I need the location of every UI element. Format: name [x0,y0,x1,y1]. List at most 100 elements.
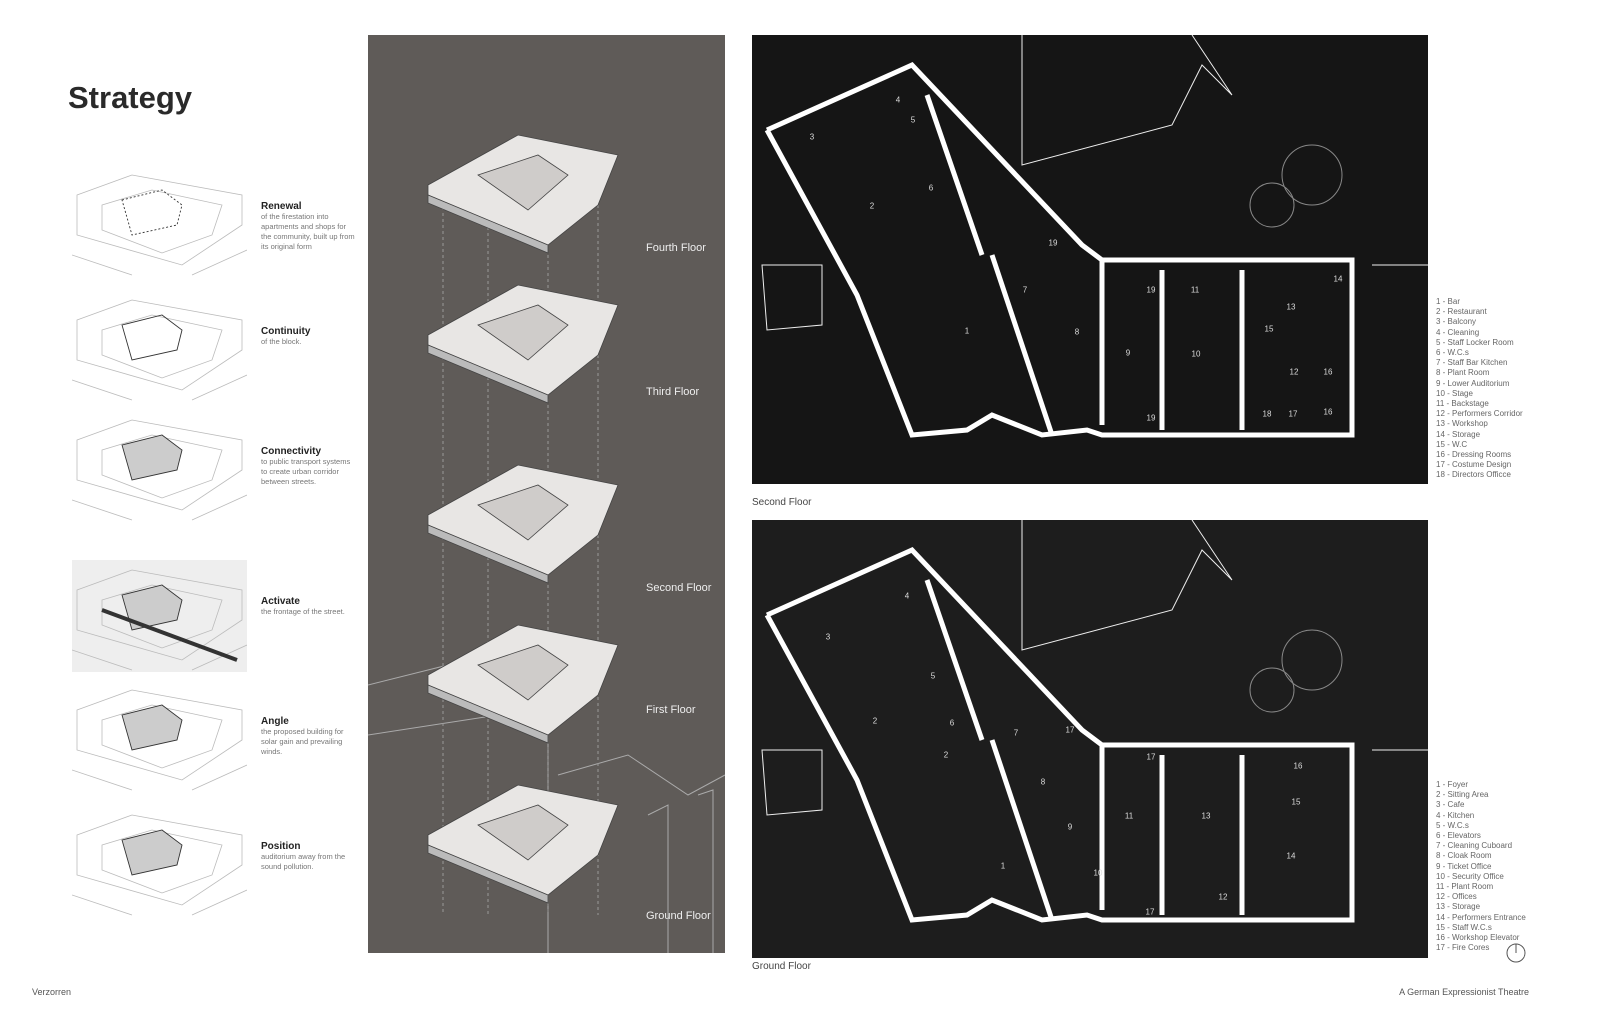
room-number: 19 [1146,285,1156,295]
room-number: 19 [1048,238,1058,248]
room-number: 2 [869,201,875,211]
legend-item: 9 - Ticket Office [1436,861,1492,871]
floor-label: Second Floor [646,582,712,594]
legend-item: 5 - Staff Locker Room [1436,337,1514,347]
legend-item: 3 - Balcony [1436,317,1477,327]
legend-item: 16 - Workshop Elevator [1436,933,1520,943]
room-number: 13 [1201,811,1211,821]
room-number: 10 [1191,349,1201,359]
legend-item: 10 - Security Office [1436,871,1504,881]
legend-item: 11 - Plant Room [1436,882,1494,892]
room-number: 7 [1022,285,1028,295]
exploded-floor-slab [427,284,619,404]
legend-item: 17 - Fire Cores [1436,943,1490,953]
room-number: 4 [904,591,910,601]
room-number: 11 [1190,285,1200,295]
strategy-description: the frontage of the street. [261,607,345,616]
legend-item: 6 - Elevators [1436,831,1481,841]
room-number: 16 [1293,761,1303,771]
ground-floor-caption: Ground Floor [752,961,811,972]
floor-label: Ground Floor [646,910,711,922]
legend-item: 4 - Cleaning [1436,327,1480,337]
strategy-heading: Continuity [261,326,311,337]
room-number: 15 [1264,324,1274,334]
room-number: 13 [1286,302,1296,312]
strategy-heading: Position [261,841,301,852]
legend-item: 4 - Kitchen [1436,810,1475,820]
legend-item: 16 - Dressing Rooms [1436,450,1512,460]
legend-item: 7 - Cleaning Cuboard [1436,841,1513,851]
room-number: 3 [809,132,815,142]
strategy-description: of the firestation into apartments and s… [261,212,355,251]
room-number: 5 [910,115,916,125]
strategy-item: Activate the frontage of the street. [72,560,372,680]
legend-item: 8 - Cloak Room [1436,851,1492,861]
room-number: 17 [1146,752,1156,762]
second-floor-plan-drawing [761,34,1428,438]
legend-item: 15 - Staff W.C.s [1436,922,1492,932]
legend-item: 7 - Staff Bar Kitchen [1436,358,1508,368]
strategy-diagram [72,299,247,401]
room-number: 10 [1093,868,1103,878]
exploded-axonometric-drawing [367,134,726,953]
room-number: 12 [1289,367,1299,377]
legend-item: 12 - Performers Corridor [1436,409,1523,419]
legend-item: 11 - Backstage [1436,399,1489,409]
floor-label: First Floor [646,704,696,716]
strategy-heading: Connectivity [261,446,322,457]
second-floor-caption: Second Floor [752,497,812,508]
strategy-diagram [72,814,247,916]
legend-item: 2 - Sitting Area [1436,790,1489,800]
footer-project-title: A German Expressionist Theatre [1399,987,1529,997]
strategy-diagram [72,419,247,521]
legend-item: 3 - Cafe [1436,800,1465,810]
room-number: 17 [1065,725,1075,735]
legend-item: 18 - Directors Officce [1436,470,1511,480]
exploded-floor-slab [427,624,619,744]
strategy-description: auditorium away from the sound pollution… [261,852,346,871]
room-number: 1 [1000,861,1006,871]
strategy-item: Connectivity to public transport systems… [72,410,372,530]
room-number: 16 [1323,407,1333,417]
room-number: 19 [1146,413,1156,423]
legend-item: 5 - W.C.s [1436,820,1469,830]
ground-floor-plan-drawing [761,519,1428,923]
room-number: 12 [1218,892,1228,902]
legend-item: 15 - W.C [1436,439,1468,449]
exploded-floor-slab [427,134,619,254]
room-number: 8 [1040,777,1046,787]
room-number: 1 [964,326,970,336]
exploded-floor-slab [427,464,619,584]
strategy-description: of the block. [261,337,302,346]
strategy-diagram [72,174,247,276]
strategy-diagram [72,689,247,791]
legend-item: 6 - W.C.s [1436,348,1469,358]
legend-item: 9 - Lower Auditorium [1436,378,1510,388]
strategy-item: Renewal of the firestation into apartmen… [72,165,372,285]
room-number: 9 [1067,822,1073,832]
room-number: 14 [1333,274,1343,284]
room-number: 7 [1013,728,1019,738]
strategy-item: Angle the proposed building for solar ga… [72,680,372,800]
strategy-item: Continuity of the block. [72,290,372,410]
room-number: 15 [1291,797,1301,807]
legend-item: 2 - Restaurant [1436,307,1487,317]
legend-item: 13 - Storage [1436,902,1481,912]
room-number: 8 [1074,327,1080,337]
legend-item: 14 - Storage [1436,429,1481,439]
room-number: 6 [949,718,955,728]
room-number: 5 [930,671,936,681]
room-number: 6 [928,183,934,193]
north-arrow-icon [1506,943,1526,963]
room-number: 16 [1323,367,1333,377]
strategy-heading: Activate [261,596,300,607]
room-number: 18 [1262,409,1272,419]
strategy-description: the proposed building for solar gain and… [261,727,344,756]
legend-item: 14 - Performers Entrance [1436,912,1526,922]
legend-item: 13 - Workshop [1436,419,1488,429]
room-number: 2 [943,750,949,760]
